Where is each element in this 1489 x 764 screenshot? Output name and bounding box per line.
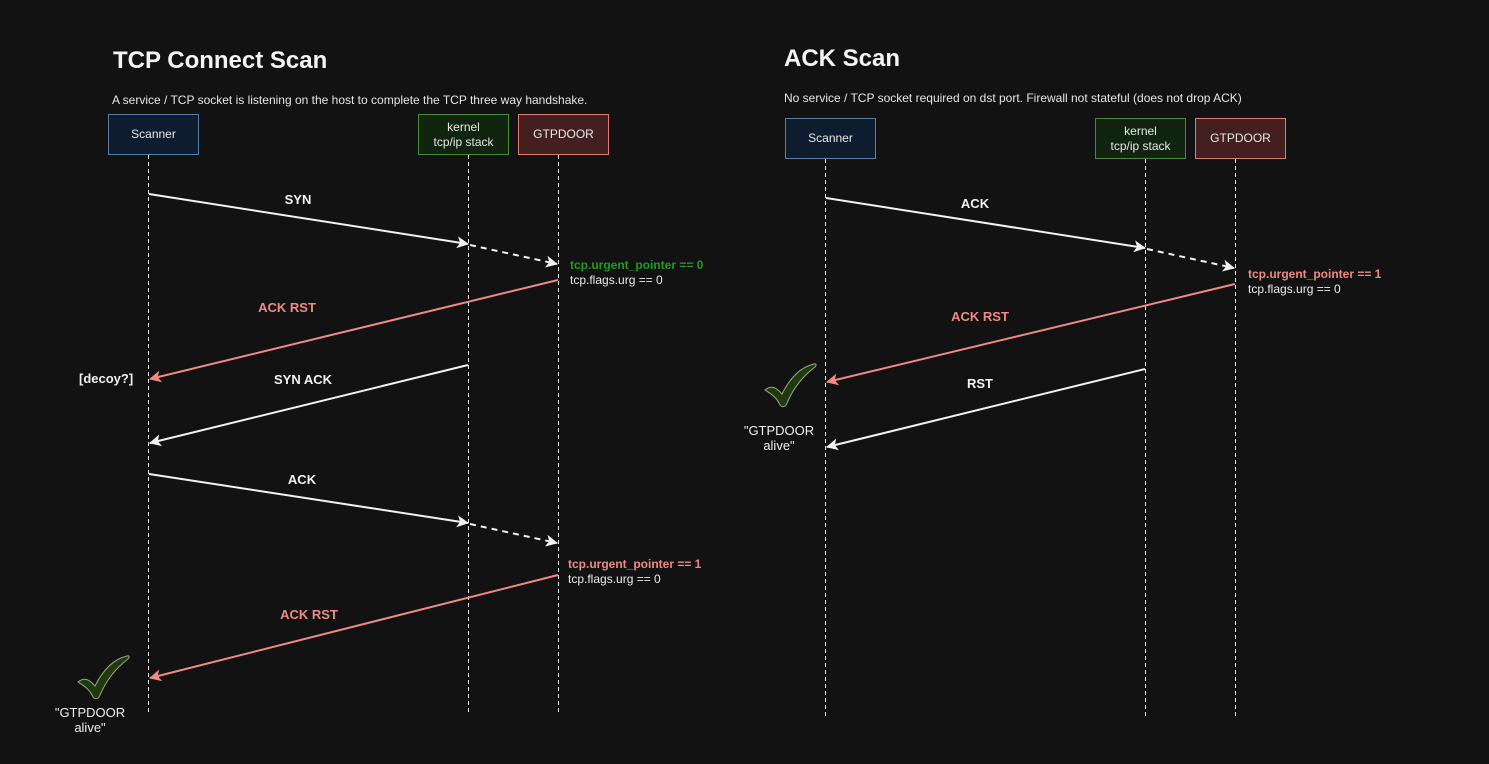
actor-label: GTPDOOR (533, 127, 594, 141)
note-decoy: [decoy?] (79, 371, 134, 386)
checkmark-icon (77, 655, 130, 700)
actor-gtpdoor-right[interactable]: GTPDOOR (1195, 118, 1286, 159)
condition-block-2: tcp.urgent_pointer == 1 tcp.flags.urg ==… (568, 557, 701, 587)
panel-subtitle-tcp-connect: A service / TCP socket is listening on t… (112, 93, 588, 107)
actor-label-line2: tcp/ip stack (433, 134, 494, 149)
note-line2: alive" (74, 720, 106, 735)
message-label-ack-rst-right: ACK RST (951, 309, 1009, 324)
condition-urgent-pointer: tcp.urgent_pointer == 1 (1248, 267, 1382, 281)
checkmark-icon (764, 363, 817, 408)
arrow-ack-right-forward (1146, 248, 1235, 272)
arrow-syn (148, 193, 469, 249)
note-line1: "GTPDOOR (54, 705, 126, 720)
actor-label-line2: tcp/ip stack (1110, 138, 1171, 153)
arrow-ack-rst-2 (149, 574, 559, 682)
condition-block-1: tcp.urgent_pointer == 0 tcp.flags.urg ==… (570, 258, 703, 288)
message-label-ack: ACK (287, 472, 317, 487)
arrow-ack-rst-right (826, 283, 1236, 386)
actor-scanner-right[interactable]: Scanner (785, 118, 876, 159)
panel-title-tcp-connect: TCP Connect Scan (113, 47, 328, 74)
actor-label: GTPDOOR (1210, 131, 1271, 145)
message-label-ack-right: ACK (960, 196, 990, 211)
actor-scanner-left[interactable]: Scanner (108, 114, 199, 155)
actor-label: Scanner (808, 131, 853, 145)
message-label-ack-rst-2: ACK RST (280, 607, 338, 622)
message-label-rst-right: RST (967, 376, 993, 391)
condition-flags-urg: tcp.flags.urg == 0 (570, 273, 663, 287)
note-line1: "GTPDOOR (743, 423, 815, 438)
actor-label: Scanner (131, 127, 176, 141)
note-gtpdoor-alive-left: "GTPDOOR alive" (52, 705, 128, 735)
panel-subtitle-ack-scan: No service / TCP socket required on dst … (784, 91, 1242, 105)
message-label-syn-ack: SYN ACK (273, 372, 333, 387)
arrow-ack-forward (469, 523, 558, 547)
arrow-syn-ack (149, 364, 469, 447)
arrow-syn-forward (469, 244, 558, 268)
condition-flags-urg: tcp.flags.urg == 0 (568, 572, 661, 586)
actor-kernel-left[interactable]: kernel tcp/ip stack (418, 114, 509, 155)
actor-label-line1: kernel (447, 119, 480, 134)
actor-label-line1: kernel (1124, 123, 1157, 138)
note-gtpdoor-alive-right: "GTPDOOR alive" (741, 423, 817, 453)
arrow-rst-right (826, 368, 1146, 451)
actor-gtpdoor-left[interactable]: GTPDOOR (518, 114, 609, 155)
note-line2: alive" (763, 438, 795, 453)
actor-label: kernel tcp/ip stack (433, 120, 493, 150)
message-label-ack-rst-1: ACK RST (258, 300, 316, 315)
condition-urgent-pointer: tcp.urgent_pointer == 1 (568, 557, 702, 571)
condition-urgent-pointer: tcp.urgent_pointer == 0 (570, 258, 704, 272)
message-label-syn: SYN (284, 192, 312, 207)
actor-kernel-right[interactable]: kernel tcp/ip stack (1095, 118, 1186, 159)
panel-title-ack-scan: ACK Scan (784, 45, 901, 72)
arrow-ack (148, 473, 469, 528)
arrow-ack-right (825, 197, 1146, 253)
condition-flags-urg: tcp.flags.urg == 0 (1248, 282, 1341, 296)
condition-block-right: tcp.urgent_pointer == 1 tcp.flags.urg ==… (1248, 267, 1381, 297)
actor-label: kernel tcp/ip stack (1110, 124, 1170, 154)
arrow-ack-rst-1 (149, 279, 559, 383)
